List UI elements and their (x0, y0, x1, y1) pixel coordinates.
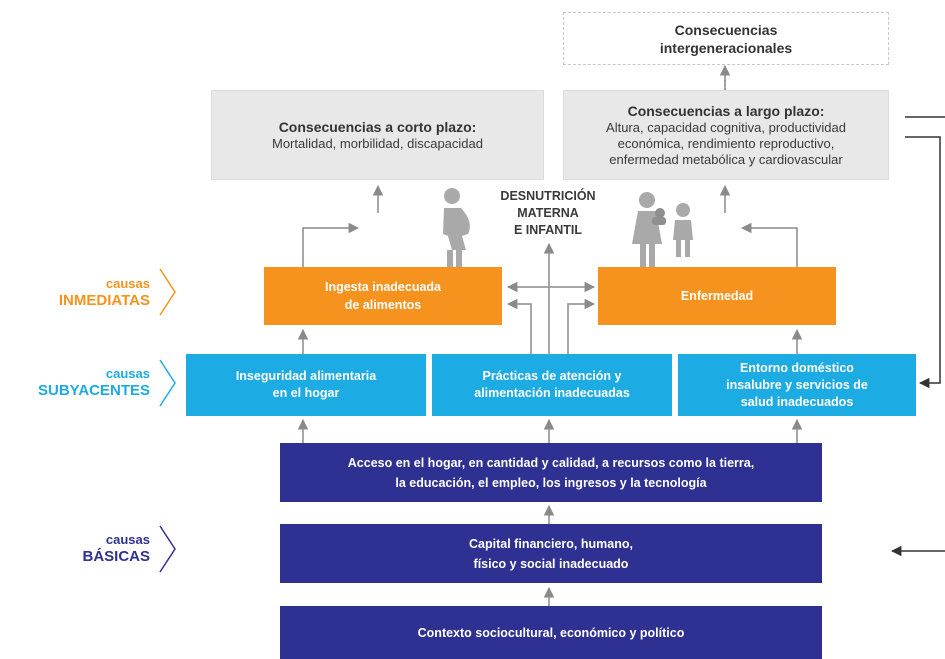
access-box: Acceso en el hogar, en cantidad y calida… (280, 443, 822, 502)
arrow-food-to-center (302, 222, 360, 267)
intergenerational-line-2: intergeneracionales (659, 39, 793, 56)
arrow-disease-to-center (740, 222, 798, 267)
chevron-right-icon (159, 268, 176, 316)
capital-box: Capital financiero, humano, físico y soc… (280, 524, 822, 583)
basic-causes-small: causas (105, 532, 150, 547)
long-term-title: Consecuencias a largo plazo: (627, 103, 825, 119)
context-box: Contexto sociocultural, económico y polí… (280, 606, 822, 659)
pregnant-woman-icon (443, 188, 470, 271)
food-insecurity-line-2: en el hogar (272, 386, 340, 400)
underlying-causes-small: causas (105, 366, 150, 381)
long-term-description-line-1: Altura, capacidad cognitiva, productivid… (606, 120, 846, 135)
short-term-description: Mortalidad, morbilidad, discapacidad (271, 136, 483, 151)
long-term-consequences-box: Consecuencias a largo plazo: Altura, cap… (563, 90, 889, 180)
food-insecurity-box: Inseguridad alimentaria en el hogar (186, 354, 426, 416)
short-term-consequences-box: Consecuencias a corto plazo: Mortalidad,… (211, 90, 544, 180)
food-intake-box: Ingesta inadecuada de alimentos (264, 267, 502, 325)
arrow-care-to-food (506, 298, 532, 354)
environment-line-3: salud inadecuados (740, 394, 854, 409)
basic-causes-big: BÁSICAS (82, 548, 150, 565)
care-practices-line-1: Prácticas de atención y (482, 369, 622, 383)
capital-line-1: Capital financiero, humano, (469, 536, 633, 551)
environment-line-1: Entorno doméstico (740, 360, 854, 375)
long-term-description-line-2: económica, rendimiento reproductivo, (617, 136, 835, 151)
care-practices-box: Prácticas de atención y alimentación ina… (432, 354, 672, 416)
capital-line-2: físico y social inadecuado (473, 556, 629, 571)
disease-label: Enfermedad (680, 289, 754, 303)
intergenerational-consequences-box: Consecuencias intergeneracionales (563, 12, 889, 65)
underlying-causes-big: SUBYACENTES (38, 382, 150, 399)
short-term-title: Consecuencias a corto plazo: (278, 119, 477, 135)
environment-box: Entorno doméstico insalubre y servicios … (678, 354, 916, 416)
disease-box: Enfermedad (598, 267, 836, 325)
food-insecurity-line-1: Inseguridad alimentaria (235, 369, 377, 383)
immediate-causes-label: causas INMEDIATAS (59, 276, 150, 310)
center-label-line-1: DESNUTRICIÓN (500, 189, 596, 203)
center-label-line-3: E INFANTIL (513, 223, 583, 237)
intergenerational-line-1: Consecuencias (674, 21, 778, 38)
mother-with-baby-icon (632, 192, 666, 268)
access-line-2: la educación, el empleo, los ingresos y … (395, 475, 707, 490)
environment-line-2: insalubre y servicios de (726, 377, 868, 392)
immediate-causes-small: causas (105, 276, 150, 291)
feedback-arrow-to-environment (905, 136, 941, 389)
access-line-1: Acceso en el hogar, en cantidad y calida… (347, 455, 755, 470)
arrow-care-to-disease (567, 298, 596, 354)
chevron-right-icon (159, 525, 176, 573)
center-label: DESNUTRICIÓN MATERNA E INFANTIL (470, 188, 626, 239)
long-term-description-line-3: enfermedad metabólica y cardiovascular (609, 152, 843, 167)
center-label-line-2: MATERNA (517, 206, 579, 220)
child-icon (673, 203, 693, 257)
context-label: Contexto sociocultural, económico y polí… (417, 625, 685, 640)
chevron-right-icon (159, 359, 176, 407)
food-intake-line-1: Ingesta inadecuada (324, 280, 441, 294)
care-practices-line-2: alimentación inadecuadas (474, 386, 630, 400)
underlying-causes-label: causas SUBYACENTES (38, 366, 150, 400)
food-intake-line-2: de alimentos (344, 298, 422, 312)
immediate-causes-big: INMEDIATAS (58, 292, 150, 309)
basic-causes-label: causas BÁSICAS (82, 532, 150, 566)
